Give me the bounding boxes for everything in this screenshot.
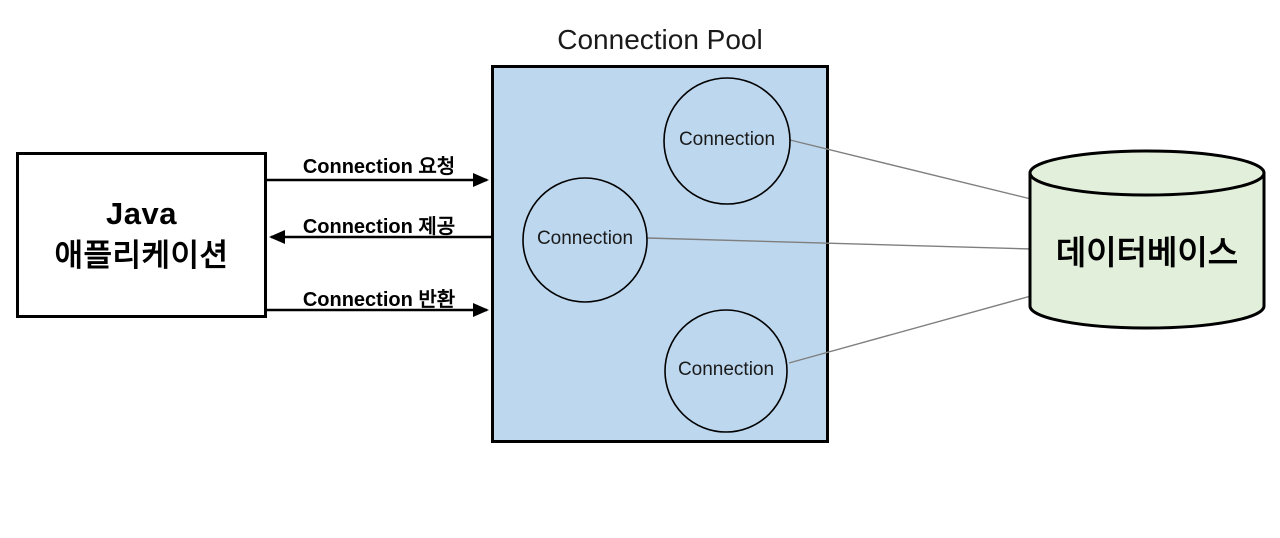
- connection-circle-3: [664, 309, 788, 433]
- app-label-line1: Java: [106, 196, 177, 231]
- database-cylinder: [1028, 149, 1266, 330]
- connection-circle-label-3: Connection: [677, 359, 775, 380]
- connection-circle-2: [522, 177, 648, 303]
- db-connector-line-3: [788, 295, 1032, 364]
- database-cylinder-body: [1028, 171, 1266, 330]
- db-connector-line-2: [646, 237, 1032, 250]
- database-cylinder-top: [1028, 149, 1266, 197]
- database-label: 데이터베이스: [1055, 234, 1239, 271]
- provide-arrow-label: Connection 제공: [302, 216, 456, 238]
- connection-circle-1: [663, 77, 791, 205]
- return-arrow-label: Connection 반환: [302, 289, 456, 311]
- java-application-box: Java 애플리케이션: [16, 152, 267, 318]
- app-label-line2: 애플리케이션: [54, 238, 229, 273]
- connection-circle-label-1: Connection: [678, 129, 776, 150]
- connection-pool-title: Connection Pool: [557, 24, 763, 55]
- request-arrow-label: Connection 요청: [302, 156, 456, 178]
- connection-circle-label-2: Connection: [536, 228, 634, 249]
- db-connector-line-1: [789, 139, 1032, 200]
